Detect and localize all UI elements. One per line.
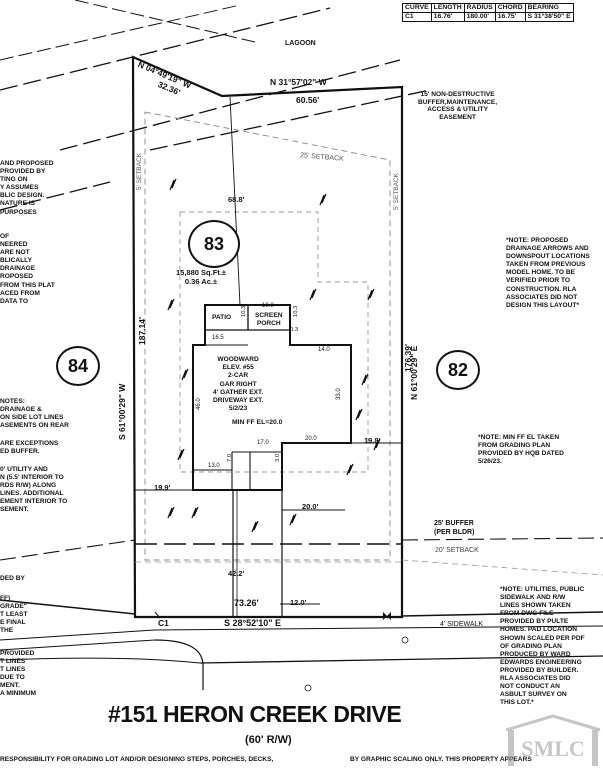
dim-3: 3.0 xyxy=(275,453,281,462)
curve-header-radius: RADIUS xyxy=(463,3,496,13)
lot-number: 83 xyxy=(203,233,225,254)
address-title: #151 HERON CREEK DRIVE xyxy=(108,701,402,727)
left-note-7: FF) GRADE" T LEAST E FINAL THE xyxy=(0,595,28,635)
dim-porch-width: 19.8 xyxy=(262,303,274,309)
left-note-4: ARE EXCEPTIONS ED BUFFER. xyxy=(0,440,59,456)
adjacent-lot-84: 84 xyxy=(56,346,100,386)
curve-cell: C1 xyxy=(402,12,432,22)
lot-boundary xyxy=(131,55,404,619)
left-note-2: OF NEERED ARE NOT BLICALLY DRAINAGE ROPO… xyxy=(0,233,55,305)
dim-17: 17.0 xyxy=(257,440,269,446)
dim-rear-offset: 14.0 xyxy=(318,347,330,353)
curve-header-bearing: BEARING xyxy=(524,3,574,13)
drainage-arrows xyxy=(167,178,381,533)
watermark-text: SMLC xyxy=(521,736,585,761)
curve-cell: S 31°38'50" E xyxy=(524,12,574,22)
front-setback-label: 20' SETBACK xyxy=(435,547,479,554)
front-bearing: S 28°52'10" E xyxy=(224,618,282,628)
curve-header-chord: CHORD xyxy=(494,3,526,13)
lagoon-label: LAGOON xyxy=(285,40,316,47)
house-model-note: WOODWARD ELEV. #55 2-CAR GAR RIGHT 4' GA… xyxy=(213,356,264,413)
building-envelope xyxy=(179,211,369,473)
setback-line xyxy=(144,111,391,561)
distance-top-right: 60.56' xyxy=(296,95,320,105)
note-min-ff: *NOTE: MIN FF EL TAKEN FROM GRADING PLAN… xyxy=(478,434,564,466)
note-drainage: *NOTE: PROPOSED DRAINAGE ARROWS AND DOWN… xyxy=(506,237,590,309)
dim-right-side-setback: 19.8' xyxy=(364,436,381,445)
curve-cell: 180.00' xyxy=(463,12,496,22)
buffer-easement-note: 15' NON-DESTRUCTIVE BUFFER,MAINTENANCE, … xyxy=(418,91,498,121)
left-distance: 187.14' xyxy=(137,316,147,345)
min-ff-elevation: MIN FF EL=20.0 xyxy=(232,419,283,426)
row-width: (60' R/W) xyxy=(245,734,292,746)
front-distance: 73.26' xyxy=(234,598,259,608)
left-note-3: NOTES: DRAINAGE & ON SIDE LOT LINES ASEM… xyxy=(0,398,69,430)
dim-left-side-setback: 19.9' xyxy=(154,483,171,492)
front-buffer-label: 25' BUFFER (PER BLDR) xyxy=(434,520,475,536)
dim-front-to-house: 42.2' xyxy=(228,569,245,578)
left-note-6: DED BY xyxy=(0,575,25,582)
dim-house-depth: 46.0 xyxy=(196,398,202,410)
lot-area: 15,880 Sq.Ft.± 0.36 Ac.± xyxy=(176,268,226,286)
dim-patio-width: 16.5 xyxy=(212,335,224,341)
dim-7: 7.0 xyxy=(227,453,233,462)
right-bearing: N 61°00'29" E xyxy=(409,345,419,400)
screen-porch-label: SCREEN PORCH xyxy=(255,312,283,327)
left-note-1: AND PROPOSED PROVIDED BY TING ON Y ASSUM… xyxy=(0,160,54,216)
curve-cell: 16.75' xyxy=(494,12,526,22)
left-note-8: PROVIDED T LINES T LINES DUE TO MENT. A … xyxy=(0,650,37,698)
curve-cell: 16.76' xyxy=(430,12,465,22)
curve-header-curve: CURVE xyxy=(402,3,432,13)
house-footprint xyxy=(192,304,352,491)
dim-garage-depth: 33.0 xyxy=(336,388,342,400)
sidewalk-label: 4' SIDEWALK xyxy=(440,621,484,628)
dim-13: 13.0 xyxy=(208,463,220,469)
note-utilities: *NOTE: UTILITIES, PUBLIC SIDEWALK AND R/… xyxy=(500,586,585,707)
dim-driveway-width: 20.0' xyxy=(302,502,319,511)
right-setback-label: 5' SETBACK xyxy=(393,172,400,210)
left-setback-label: 5' SETBACK xyxy=(136,152,143,190)
smlc-watermark-logo: SMLC xyxy=(505,714,601,766)
lagoon-lines xyxy=(0,7,431,211)
curve-header-length: LENGTH xyxy=(430,3,465,13)
curve-table: CURVE LENGTH RADIUS CHORD BEARING C1 16.… xyxy=(402,3,574,22)
dim-porch-depth-left: 10.3 xyxy=(241,305,247,317)
footer-note-left: RESPONSIBILITY FOR GRADING LOT AND/OR DE… xyxy=(0,756,274,763)
lot-82-number: 82 xyxy=(447,359,469,380)
left-note-5: 0' UTILITY AND N (5.5' INTERIOR TO RDS R… xyxy=(0,466,68,514)
left-bearing: S 61°00'29" W xyxy=(117,383,127,440)
curve-c1-label: C1 xyxy=(158,618,169,628)
dim-offset: 0.3 xyxy=(290,327,299,333)
footer-note-right: BY GRAPHIC SCALING ONLY. THIS PROPERTY A… xyxy=(350,756,532,763)
dim-driveway-offset: 12.0' xyxy=(290,598,307,607)
dim-porch-depth-right: 10.3 xyxy=(293,305,299,317)
lot-number-circle: 83 xyxy=(188,220,240,268)
adjacent-lot-82: 82 xyxy=(436,350,480,390)
lot-84-number: 84 xyxy=(67,355,89,376)
rear-distance-dim: 68.8' xyxy=(228,195,245,204)
patio-label: PATIO xyxy=(212,314,232,321)
bearing-top-right: N 31°57'02" W xyxy=(270,77,327,87)
dim-20-garage: 20.0 xyxy=(305,436,317,442)
